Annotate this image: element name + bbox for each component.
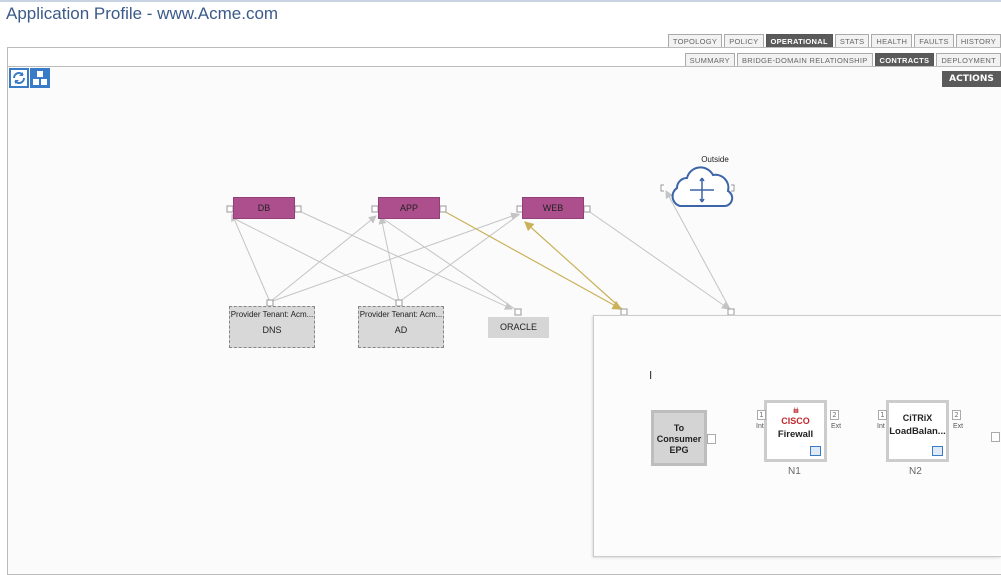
outside-label: Outside [701, 155, 729, 164]
n2-int-label: Int [877, 423, 885, 430]
n2-ext-label: Ext [953, 423, 964, 430]
edge-db-oracle [296, 209, 513, 310]
n1-label: N1 [788, 466, 801, 477]
refresh-icon [13, 72, 25, 84]
edit-icon[interactable] [932, 446, 943, 456]
provider-port [991, 432, 1000, 442]
edge-dns-app [269, 215, 377, 303]
edit-icon[interactable] [810, 446, 821, 456]
layout-button[interactable] [30, 68, 50, 88]
epg-web[interactable]: WEB [522, 197, 584, 219]
edge-contract-outside [665, 190, 732, 312]
consumer-port [707, 434, 716, 444]
n2-label: N2 [909, 466, 922, 477]
consumer-epg-node[interactable]: To Consumer EPG [651, 410, 707, 466]
page-title: Application Profile - www.Acme.com [6, 4, 279, 23]
n1-port-1: 1 [757, 410, 766, 420]
outside-cloud-icon[interactable] [671, 166, 734, 207]
cisco-logo: CISCO [781, 416, 810, 426]
epg-db[interactable]: DB [233, 197, 295, 219]
tenant-label: Provider Tenant: Acm... [359, 310, 443, 319]
node-n2-loadbalancer[interactable]: CiTRiX LoadBalan... [886, 400, 949, 462]
layout-icon [33, 71, 47, 85]
edge-ad-web [398, 213, 521, 303]
refresh-button[interactable] [9, 68, 29, 88]
n1-ext-label: Ext [831, 423, 842, 430]
edge-dns-web [269, 212, 519, 303]
edge-app-oracle [381, 217, 516, 310]
cisco-bars-icon: ılıılı [793, 408, 799, 415]
citrix-logo: CiTRiX [902, 413, 933, 423]
edge-ad-db [232, 217, 400, 303]
edge-ad-app [378, 216, 400, 303]
epg-oracle[interactable]: ORACLE [488, 317, 549, 338]
n1-port-2: 2 [830, 410, 839, 420]
tenant-label: Provider Tenant: Acm... [230, 310, 314, 319]
n2-port-1: 1 [878, 410, 887, 420]
edge-web-contract [586, 209, 730, 310]
epg-label: AD [394, 325, 408, 335]
epg-dns[interactable]: Provider Tenant: Acm... DNS [229, 306, 315, 348]
node-n1-firewall[interactable]: ılıılı CISCO Firewall [764, 400, 827, 462]
edge-dns-db [231, 213, 271, 303]
epg-ad[interactable]: Provider Tenant: Acm... AD [358, 306, 444, 348]
n2-port-2: 2 [952, 410, 961, 420]
device-name: LoadBalan... [889, 426, 946, 437]
top-border [0, 0, 1001, 2]
text-cursor-icon: I [649, 369, 653, 382]
device-name: Firewall [777, 429, 814, 440]
n1-int-label: Int [756, 423, 764, 430]
epg-label: DNS [262, 325, 282, 335]
actions-button[interactable]: ACTIONS [942, 71, 1001, 87]
edge-app-contract-active [441, 209, 623, 310]
epg-app[interactable]: APP [378, 197, 440, 219]
edge-contract-web-active [524, 221, 625, 312]
